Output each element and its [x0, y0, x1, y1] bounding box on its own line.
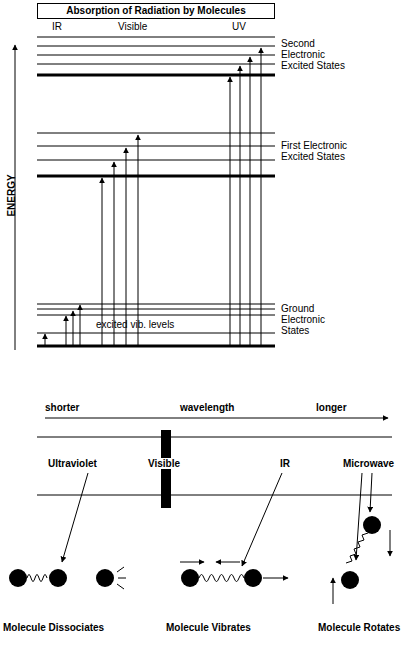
vib-level: [37, 55, 275, 56]
atom: [49, 569, 67, 587]
vib-level: [37, 37, 275, 38]
atom: [181, 569, 199, 587]
text-label: Second Electronic Excited States: [281, 38, 359, 71]
text-label: Microwave: [343, 458, 394, 469]
electronic-level: [37, 74, 275, 77]
ir-transition: [73, 311, 74, 345]
ir-transition: [80, 305, 81, 345]
motion-mark: [117, 584, 124, 589]
text-label: Ultraviolet: [48, 458, 97, 469]
motion-mark: [118, 578, 126, 579]
band-line: [37, 437, 392, 438]
spring-bond: [27, 575, 47, 582]
text-label: Molecule Vibrates: [166, 622, 251, 633]
text-label: wavelength: [180, 402, 234, 413]
text-label: excited vib. levels: [96, 319, 174, 330]
energy-levels: [37, 37, 275, 346]
vib-level: [37, 46, 275, 47]
wavelength-arrow: [45, 418, 388, 419]
pointer-arrow: [370, 473, 372, 512]
text-label: IR: [52, 21, 62, 32]
motion-arrow: [263, 578, 288, 579]
text-label: IR: [280, 458, 290, 469]
motion-arrow: [180, 562, 204, 563]
atom: [341, 571, 359, 589]
text-label: First Electronic Excited States: [281, 140, 359, 162]
pointer-arrow: [242, 473, 282, 566]
axis-label: ENERGY: [6, 174, 17, 216]
visible-transition: [126, 148, 127, 345]
visible-transition: [138, 135, 139, 345]
atom: [363, 516, 381, 534]
visible-bar: [161, 430, 171, 508]
diagram-title: Absorption of Radiation by Molecules: [37, 3, 275, 19]
ir-transition: [66, 316, 67, 345]
band-line: [37, 495, 392, 496]
motion-arrow: [390, 530, 391, 556]
text-label: Molecule Rotates: [318, 622, 400, 633]
uv-transition: [240, 66, 241, 345]
spring-bond: [199, 575, 244, 582]
vib-level: [37, 309, 275, 310]
vib-level: [37, 64, 275, 65]
atom: [244, 569, 262, 587]
pointer-arrow: [62, 473, 88, 562]
text-label: UV: [232, 21, 246, 32]
motion-arrow: [333, 578, 334, 604]
text-label: Molecule Dissociates: [3, 622, 104, 633]
uv-transition: [230, 77, 231, 345]
uv-transition: [261, 48, 262, 345]
spectrum-band: [37, 418, 392, 508]
ir-transition: [45, 334, 46, 345]
text-label: longer: [316, 402, 347, 413]
visible-transition: [114, 162, 115, 345]
atom: [96, 569, 114, 587]
transition-arrows: [15, 45, 261, 350]
vib-level: [37, 133, 275, 134]
motion-mark: [117, 567, 124, 572]
molecule-vibrates: [180, 562, 288, 587]
atom: [9, 569, 27, 587]
spring-bond: [346, 533, 368, 563]
vib-level: [37, 160, 275, 161]
motion-arrow: [216, 562, 240, 563]
text-label: Visible: [118, 21, 147, 32]
text-label: Ground Electronic States: [281, 303, 347, 336]
uv-transition: [250, 57, 251, 345]
molecule-dissociates: [9, 567, 126, 589]
text-label: Visible: [146, 458, 182, 469]
molecule-rotates: [333, 516, 390, 604]
vib-level: [37, 304, 275, 305]
vib-level: [37, 146, 275, 147]
text-label: shorter: [45, 402, 79, 413]
electronic-level: [37, 175, 275, 178]
pointer-arrows: [62, 473, 372, 566]
